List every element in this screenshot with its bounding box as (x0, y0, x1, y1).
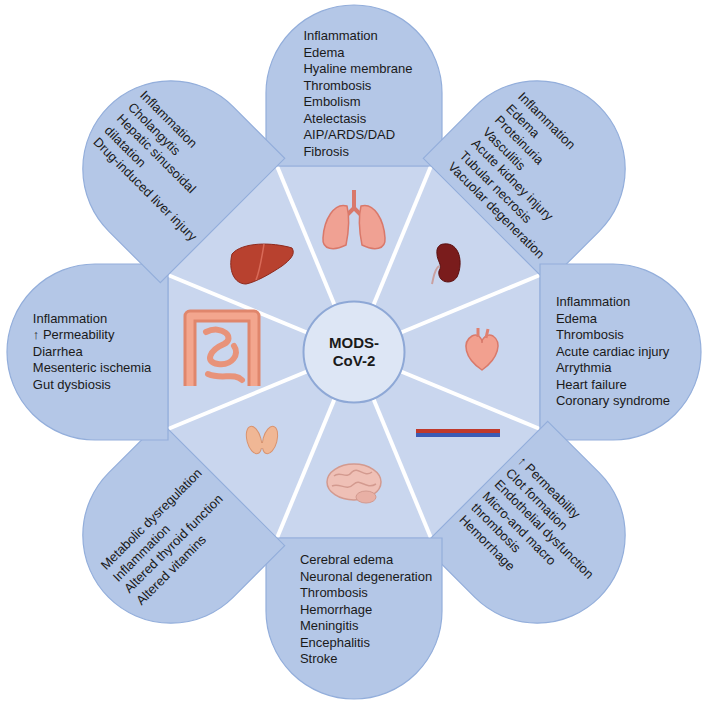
intestine-icon (190, 316, 254, 386)
petal: Cerebral edemaNeuronal degenerationThrom… (264, 536, 444, 701)
petal-outline (423, 81, 625, 283)
petal-outline (423, 421, 625, 623)
symptom-item: ↑ Permeability (33, 327, 152, 344)
symptom-item: Diarrhea (33, 344, 152, 361)
lungs-icon (323, 190, 385, 249)
symptom-item: AIP/ARDS/DAD (303, 127, 412, 144)
center-title: MODS-CoV-2 (317, 334, 391, 370)
symptom-item: Stroke (300, 651, 432, 668)
petal: InflammationEdemaHyaline membraneThrombo… (264, 3, 444, 168)
petal: InflammationCholangytisHepatic sinusoida… (80, 78, 287, 285)
petal: ↑ PermeabilityClot formationEndothelial … (421, 419, 628, 626)
symptom-item: Arrythmia (556, 360, 670, 377)
center-circle: MODS-CoV-2 (302, 300, 406, 404)
symptom-list: InflammationEdemaThrombosisAcute cardiac… (556, 294, 670, 410)
petal-outline (83, 81, 285, 283)
brain-icon (327, 464, 381, 503)
symptom-item: Fibrosis (303, 144, 412, 161)
symptom-item: Thrombosis (303, 78, 412, 95)
vessel-icon (416, 429, 500, 437)
symptom-item: Inflammation (556, 294, 670, 311)
symptom-item: Inflammation (303, 28, 412, 45)
thyroid-icon (244, 425, 281, 456)
symptom-item: Edema (556, 311, 670, 328)
symptom-item: Hemorrhage (300, 602, 432, 619)
symptom-item: Inflammation (33, 311, 152, 328)
symptom-item: Edema (303, 45, 412, 62)
octagon-dividers (168, 166, 540, 538)
symptom-item: Mesenteric ischemia (33, 360, 152, 377)
symptom-item: Encephalitis (300, 635, 432, 652)
symptom-item: Meningitis (300, 618, 432, 635)
petal-outline (540, 264, 701, 440)
petal: InflammationEdemaProteinuriaVasculitisAc… (421, 78, 628, 285)
circle-outline (304, 302, 405, 403)
liver-icon (231, 244, 294, 284)
petal-outline (7, 264, 168, 440)
symptom-item: Gut dysbiosis (33, 377, 152, 394)
symptom-list: Inflammation↑ PermeabilityDiarrheaMesent… (33, 311, 152, 394)
kidney-icon (432, 244, 460, 284)
heart-icon (466, 328, 498, 370)
symptom-item: Thrombosis (556, 327, 670, 344)
symptom-item: Heart failure (556, 377, 670, 394)
symptom-item: Atelectasis (303, 111, 412, 128)
petal-outline (83, 421, 285, 623)
octagon (168, 166, 540, 538)
petal-outline (266, 538, 442, 699)
symptom-item: Thrombosis (300, 585, 432, 602)
symptom-list: Cerebral edemaNeuronal degenerationThrom… (300, 552, 432, 668)
symptom-item: Hyaline membrane (303, 61, 412, 78)
symptom-item: Neuronal degeneration (300, 569, 432, 586)
symptom-list: InflammationEdemaHyaline membraneThrombo… (303, 28, 412, 160)
petal-outline (266, 5, 442, 166)
petal: InflammationEdemaThrombosisAcute cardiac… (538, 262, 703, 442)
symptom-item: Acute cardiac injury (556, 344, 670, 361)
symptom-item: Cerebral edema (300, 552, 432, 569)
petal: Inflammation↑ PermeabilityDiarrheaMesent… (5, 262, 171, 443)
symptom-item: Embolism (303, 94, 412, 111)
symptom-item: Coronary syndrome (556, 393, 670, 410)
petal-shape (5, 262, 171, 443)
petal: Metabolic dysregulationInflammationAlter… (80, 419, 287, 626)
